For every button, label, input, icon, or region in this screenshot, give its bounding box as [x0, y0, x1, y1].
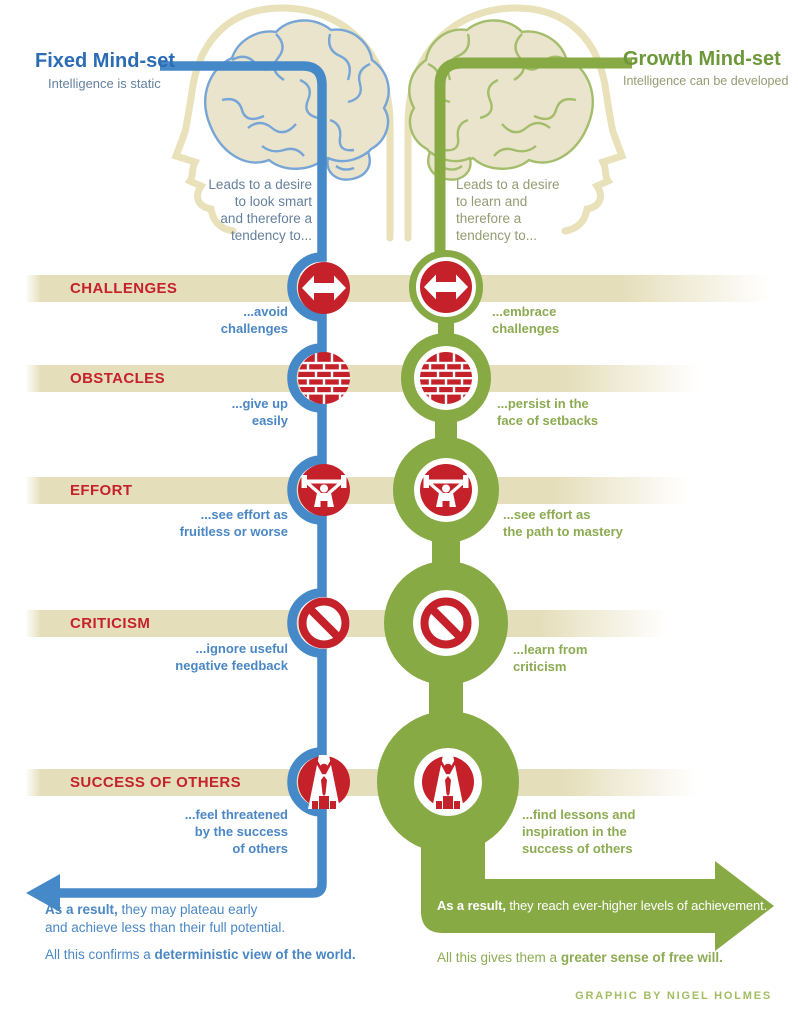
credit-line: GRAPHIC BY NIGEL HOLMES [575, 990, 772, 1002]
weightlifter-icon [296, 462, 352, 518]
fixed-caption-effort: ...see effort as fruitless or worse [179, 507, 288, 539]
row-label-effort: EFFORT [70, 482, 133, 499]
growth-caption-effort: ...see effort as the path to mastery [503, 507, 623, 539]
fixed-path-line [26, 61, 327, 912]
fixed-caption-success: ...feel threatened by the success of oth… [184, 807, 288, 856]
growth-caption-obstacles: ...persist in the face of setbacks [497, 396, 599, 428]
growth-result-arrow [421, 830, 774, 951]
row-label-success-of-others: SUCCESS OF OTHERS [70, 774, 241, 791]
row-label-challenges: CHALLENGES [70, 280, 178, 297]
fixed-result-arrowhead [26, 874, 60, 912]
growth-result-lead: As a result, [437, 898, 506, 913]
blue-brain-icon [204, 19, 390, 181]
fixed-desire-text: Leads to a desire to look smart and ther… [208, 177, 312, 243]
no-symbol-icon [420, 597, 472, 649]
row-label-obstacles: OBSTACLES [70, 370, 165, 387]
growth-result-text: As a result, they reach ever-higher leve… [437, 898, 767, 913]
growth-result-rest: they reach ever-higher levels of achieve… [505, 898, 768, 913]
fixed-mindset-subtitle: Intelligence is static [48, 76, 161, 91]
category-band [25, 477, 687, 504]
growth-summary-pre: All this gives them a [437, 950, 561, 965]
fixed-caption-challenges: ...avoid challenges [220, 304, 288, 336]
weightlifter-icon [418, 462, 474, 518]
growth-summary-text: All this gives them a greater sense of f… [437, 950, 723, 965]
fixed-mindset-title: Fixed Mind-set [35, 50, 176, 72]
fixed-summary-pre: All this confirms a [45, 947, 155, 962]
brick-wall-icon [298, 352, 350, 404]
category-band [25, 769, 697, 796]
businessman-icon [296, 753, 352, 811]
colliding-arrows-icon [420, 261, 472, 313]
no-symbol-icon [298, 597, 350, 649]
brick-wall-icon [420, 352, 472, 404]
growth-desire-text: Leads to a desire to learn and therefore… [456, 177, 560, 243]
category-band [25, 275, 770, 302]
fixed-result-lead: As a result, [45, 902, 118, 917]
growth-summary-bold: greater sense of free will. [560, 950, 723, 965]
fixed-caption-obstacles: ...give up easily [231, 396, 288, 428]
row-label-criticism: CRITICISM [70, 615, 151, 632]
fixed-result-text: As a result, they may plateau early and … [45, 901, 285, 937]
fixed-summary-text: All this confirms a deterministic view o… [45, 946, 356, 964]
growth-mindset-subtitle: Intelligence can be developed [623, 74, 789, 88]
growth-caption-success: ...find lessons and inspiration in the s… [522, 807, 636, 856]
category-band [25, 365, 700, 392]
colliding-arrows-icon [298, 262, 350, 314]
growth-caption-criticism: ...learn from criticism [513, 642, 588, 674]
fixed-caption-criticism: ...ignore useful negative feedback [175, 641, 288, 673]
growth-caption-challenges: ...embrace challenges [492, 304, 560, 336]
fixed-summary-bold: deterministic view of the world. [154, 947, 356, 962]
fixed-result-rest: they may plateau early and achieve less … [45, 902, 286, 935]
growth-mindset-title: Growth Mind-set [623, 48, 781, 70]
